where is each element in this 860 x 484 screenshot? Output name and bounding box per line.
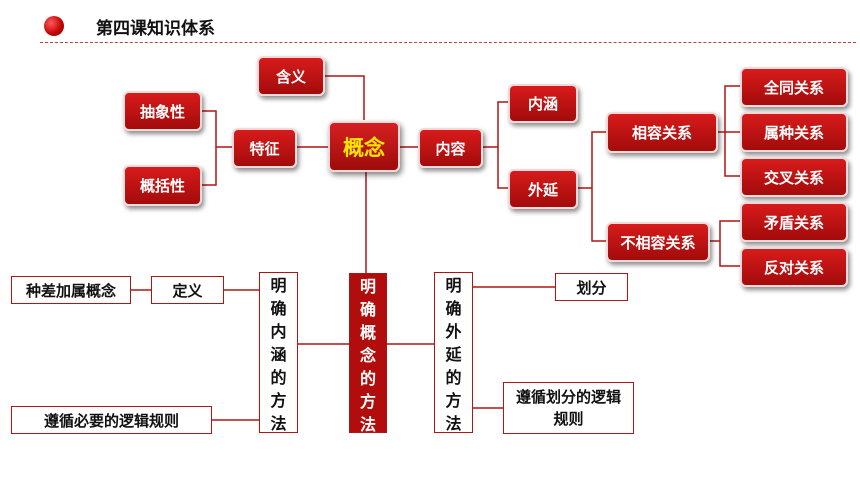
vertical-char: 内 xyxy=(270,322,287,341)
node-genus: 属种关系 xyxy=(740,112,848,152)
node-incompatible: 不相容关系 xyxy=(606,222,710,262)
vertical-char: 方 xyxy=(359,391,376,411)
vertical-char: 确 xyxy=(445,299,462,318)
node-follow-division-rules: 遵循划分的逻辑规则 xyxy=(503,382,634,434)
node-concept: 概念 xyxy=(328,121,400,172)
connector-incompatible-children xyxy=(710,220,740,267)
node-opposition: 反对关系 xyxy=(740,247,848,287)
vertical-char: 确 xyxy=(270,299,287,318)
vertical-char: 的 xyxy=(445,368,462,387)
vertical-char: 法 xyxy=(270,414,287,433)
vertical-char: 法 xyxy=(359,414,376,434)
node-clarify-extension: 明确外延的方法 xyxy=(434,272,473,433)
connector-feature-children xyxy=(202,110,232,186)
node-clarify-concept: 明确概念的方法 xyxy=(349,273,387,434)
connector-content-children xyxy=(483,101,508,189)
vertical-char: 涵 xyxy=(270,345,287,364)
node-genus-difference: 种差加属概念 xyxy=(11,276,131,304)
vertical-char: 概 xyxy=(359,322,376,342)
node-clarify-intension: 明确内涵的方法 xyxy=(259,272,298,433)
vertical-char: 法 xyxy=(445,414,462,433)
node-identity: 全同关系 xyxy=(740,67,848,107)
vertical-char: 明 xyxy=(445,276,462,295)
node-feature: 特征 xyxy=(232,128,297,168)
vertical-char: 明 xyxy=(359,276,376,296)
node-general: 概括性 xyxy=(123,165,202,206)
vertical-char: 的 xyxy=(270,368,287,387)
vertical-char: 方 xyxy=(445,391,462,410)
vertical-char: 确 xyxy=(359,299,376,319)
header-bullet-icon xyxy=(44,16,64,36)
connector-compatible-children xyxy=(718,85,740,177)
vertical-char: 念 xyxy=(359,345,376,365)
node-meaning: 含义 xyxy=(257,56,325,96)
vertical-char: 外 xyxy=(445,322,462,341)
connector-extension-children xyxy=(578,131,606,242)
header-divider xyxy=(40,42,856,43)
node-content: 内容 xyxy=(418,128,483,168)
node-division: 划分 xyxy=(555,273,628,301)
node-extension: 外延 xyxy=(508,169,578,209)
vertical-char: 的 xyxy=(359,368,376,388)
node-compatible: 相容关系 xyxy=(606,112,718,153)
node-contradiction: 矛盾关系 xyxy=(740,202,848,242)
vertical-char: 明 xyxy=(270,276,287,295)
node-abstract: 抽象性 xyxy=(123,91,202,131)
connector-meaning xyxy=(325,75,365,120)
node-intension: 内涵 xyxy=(508,84,578,123)
vertical-char: 延 xyxy=(445,345,462,364)
page-title: 第四课知识体系 xyxy=(96,19,215,39)
node-definition: 定义 xyxy=(151,276,224,304)
node-cross: 交叉关系 xyxy=(740,157,848,197)
vertical-char: 方 xyxy=(270,391,287,410)
node-follow-definition-rules: 遵循必要的逻辑规则 xyxy=(11,406,212,434)
